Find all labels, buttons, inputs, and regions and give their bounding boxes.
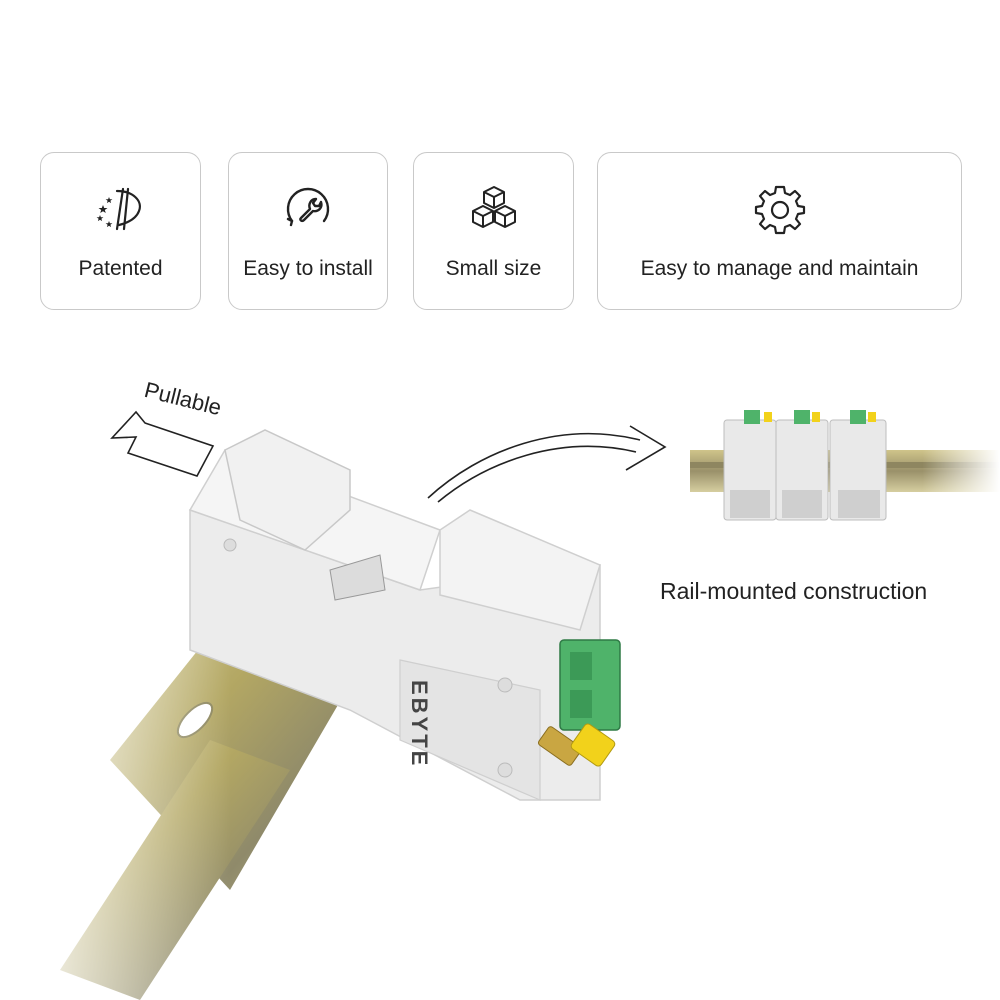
feature-label: Easy to install xyxy=(243,257,373,280)
feature-cards: Patented Easy to install Small size xyxy=(40,152,962,312)
curved-arrow-icon xyxy=(427,425,667,503)
patent-icon xyxy=(96,187,141,231)
feature-card-patented: Patented xyxy=(40,152,201,310)
rail-mounted-photo xyxy=(690,390,1000,560)
device-body: EBYTE xyxy=(188,429,601,801)
feature-label: Easy to manage and maintain xyxy=(640,257,919,280)
brand-logo: EBYTE xyxy=(407,680,432,768)
feature-label: Patented xyxy=(78,257,163,280)
product-scene: EBYTE xyxy=(0,330,1000,1000)
pull-arrow-icon xyxy=(110,410,215,477)
feature-label: Small size xyxy=(445,257,542,280)
wrench-icon xyxy=(286,187,330,227)
feature-card-size: Small size xyxy=(413,152,574,310)
antenna-connector xyxy=(537,723,616,767)
feature-card-maintain: Easy to manage and maintain xyxy=(597,152,962,310)
cubes-icon xyxy=(471,186,516,228)
terminal-block xyxy=(559,639,621,731)
rail-mounted-caption: Rail-mounted construction xyxy=(660,578,928,604)
feature-card-install: Easy to install xyxy=(228,152,388,310)
gear-icon xyxy=(754,185,805,235)
device-illustration: EBYTE xyxy=(0,390,1000,1000)
